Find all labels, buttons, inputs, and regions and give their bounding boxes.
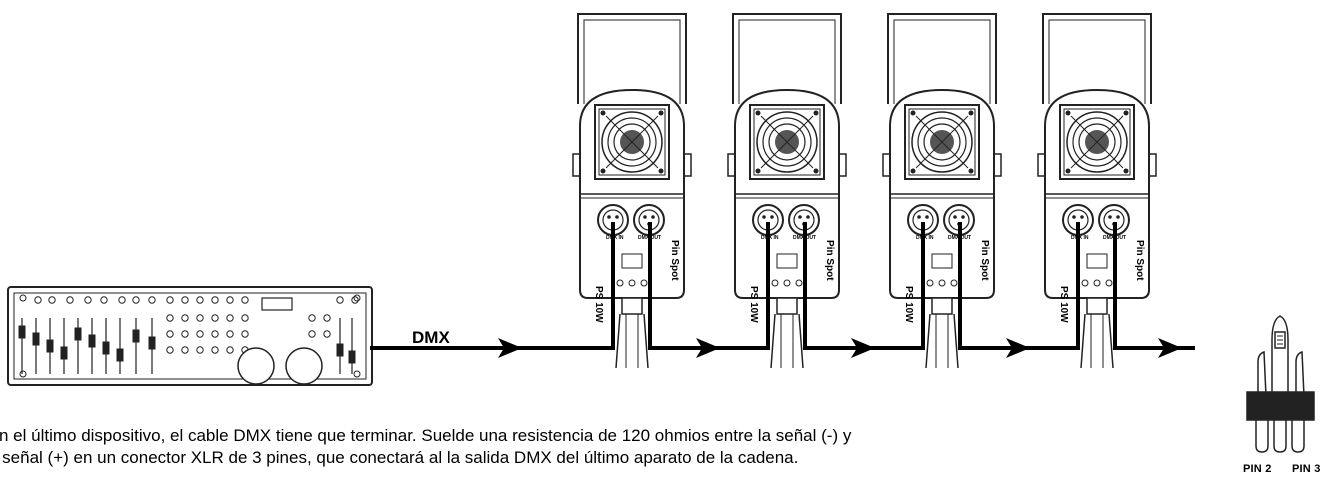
pin-3-label: PIN 3: [1292, 463, 1321, 475]
fixture-name-label: Pin Spot: [979, 240, 990, 281]
fixture-name-label: Pin Spot: [1134, 240, 1145, 281]
fixture-2: [727, 13, 847, 369]
fixture-3: [882, 13, 1002, 369]
fixture-model-label: PS 10W: [903, 286, 914, 323]
xlr-terminator: [1246, 315, 1315, 453]
fixture-model-label: PS 10W: [748, 286, 759, 323]
dmx-controller: [7, 286, 373, 386]
fixture-name-label: Pin Spot: [824, 240, 835, 281]
dmx-signal-label: DMX: [412, 328, 450, 347]
caption-line-2: a señal (+) en un conector XLR de 3 pine…: [0, 448, 799, 467]
pin-2-label: PIN 2: [1243, 463, 1272, 475]
fixture-4: [1037, 13, 1157, 369]
caption-line-1: n el último dispositivo, el cable DMX ti…: [0, 426, 852, 445]
fixture-1: [572, 13, 692, 369]
fixture-name-label: Pin Spot: [669, 240, 680, 281]
dmx-arrows: [498, 338, 1182, 358]
fixture-model-label: PS 10W: [1058, 286, 1069, 323]
fixture-model-label: PS 10W: [593, 286, 604, 323]
